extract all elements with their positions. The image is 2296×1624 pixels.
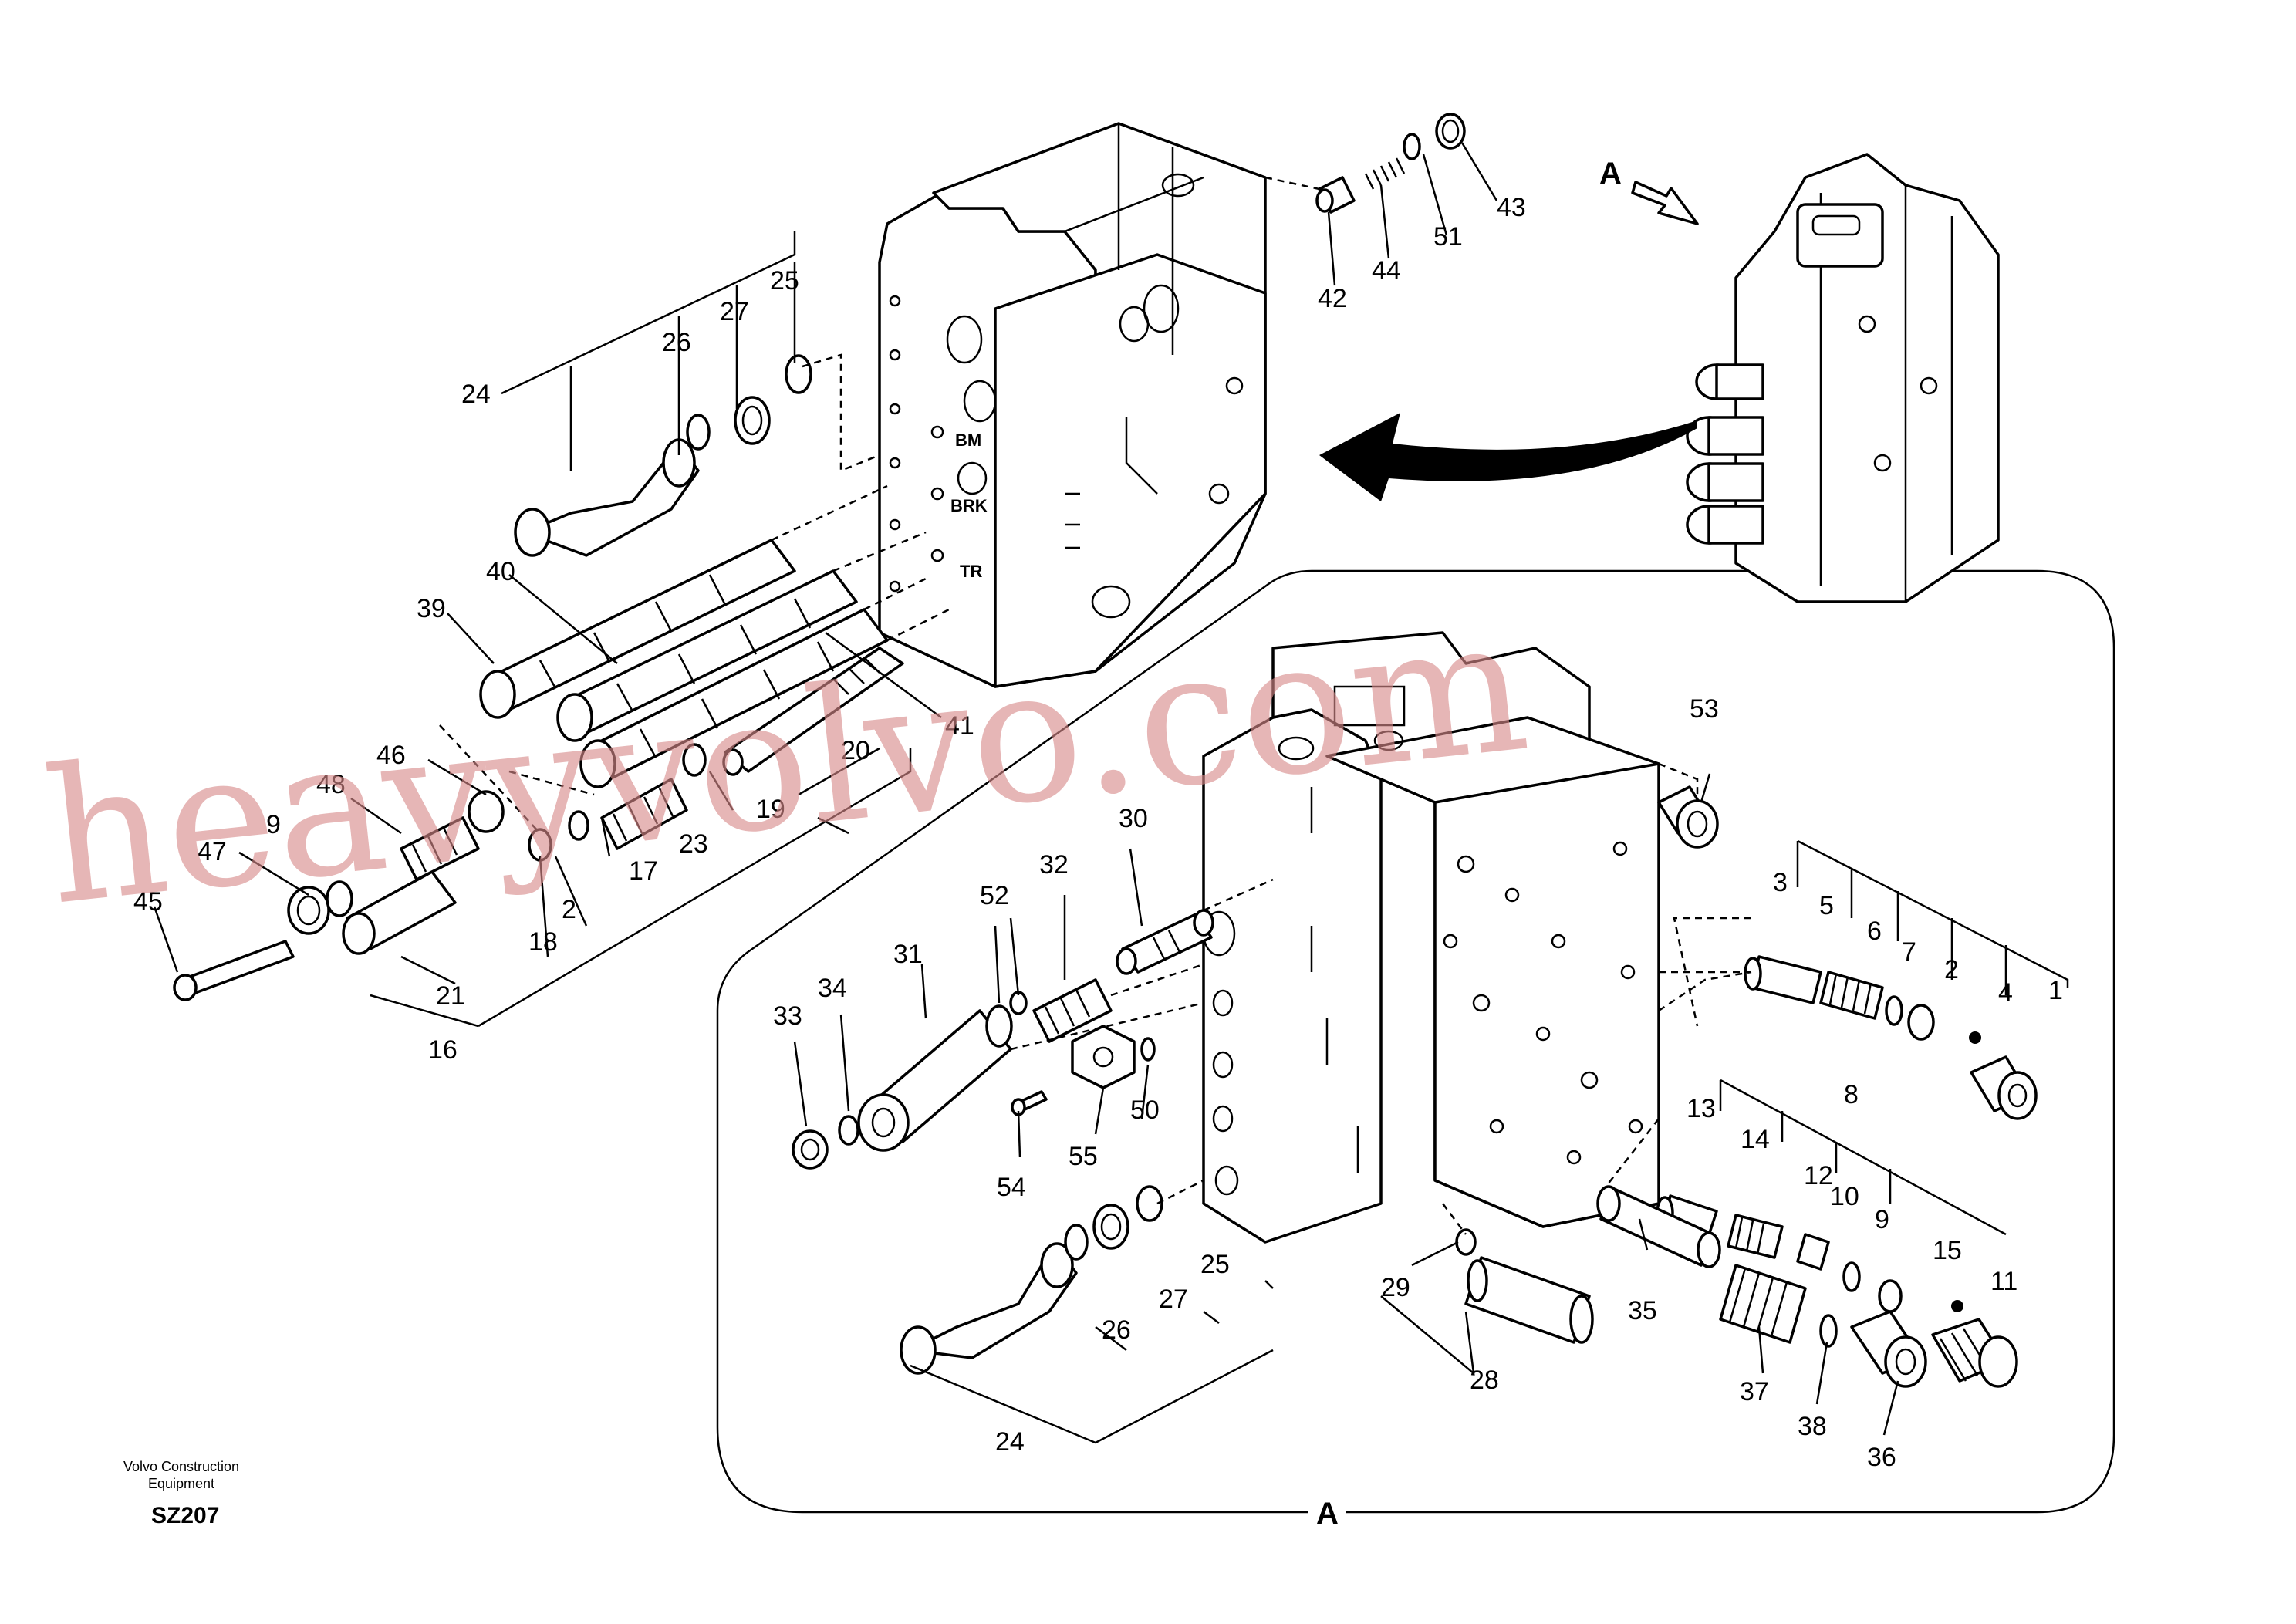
callout-9: 9 xyxy=(1875,1205,1889,1234)
callout-27-detail: 27 xyxy=(1159,1285,1188,1314)
callout-19: 19 xyxy=(756,795,785,824)
callout-35: 35 xyxy=(1628,1296,1657,1325)
callout-7: 7 xyxy=(1902,937,1916,967)
callout-24: 24 xyxy=(461,380,491,409)
callout-15: 15 xyxy=(1933,1236,1962,1265)
callout-6: 6 xyxy=(1867,917,1882,946)
callout-48: 48 xyxy=(316,770,346,799)
callout-28: 28 xyxy=(1470,1366,1499,1395)
callout-55: 55 xyxy=(1069,1142,1098,1171)
callout-9: 9 xyxy=(266,810,281,839)
upper-spools xyxy=(173,354,904,1001)
callout-21: 21 xyxy=(436,981,465,1011)
callout-12: 12 xyxy=(1804,1161,1833,1190)
callout-34: 34 xyxy=(818,974,847,1003)
curved-transfer-arrow xyxy=(1319,413,1697,501)
callout-26: 26 xyxy=(662,328,691,357)
callout-44: 44 xyxy=(1372,256,1401,285)
callout-26-detail: 26 xyxy=(1102,1315,1131,1345)
view-direction-arrow xyxy=(1631,181,1699,225)
callout-36: 36 xyxy=(1867,1443,1896,1472)
callout-4: 4 xyxy=(1998,978,2013,1008)
callout-5: 5 xyxy=(1819,891,1834,920)
upper-plug-assembly xyxy=(1315,113,1466,214)
callout-37: 37 xyxy=(1740,1377,1769,1406)
callout-27: 27 xyxy=(720,297,749,326)
ball-15 xyxy=(1951,1300,1963,1312)
callout-31: 31 xyxy=(893,940,923,969)
frame-gap xyxy=(1308,1489,1346,1535)
upper-assembly-lines xyxy=(439,176,1320,834)
detail-frame xyxy=(716,569,2115,1514)
callout-45: 45 xyxy=(133,887,163,917)
callout-20: 20 xyxy=(841,736,870,765)
callout-32: 32 xyxy=(1039,850,1069,880)
detail-assembly-lines xyxy=(1010,762,1752,1235)
view-marker-frame: A xyxy=(1316,1497,1339,1531)
callout-54: 54 xyxy=(997,1173,1026,1202)
callout-47: 47 xyxy=(198,837,227,866)
callout-25: 25 xyxy=(770,266,799,295)
callout-51: 51 xyxy=(1433,222,1463,252)
callout-13: 13 xyxy=(1687,1094,1716,1123)
callout-2: 2 xyxy=(1944,955,1959,984)
reference-view-valve xyxy=(1686,153,2000,603)
callout-11: 11 xyxy=(1990,1267,2017,1296)
callout-38: 38 xyxy=(1798,1412,1827,1441)
ball-2 xyxy=(1969,1031,1981,1044)
callout-25-detail: 25 xyxy=(1200,1250,1230,1279)
callout-17: 17 xyxy=(629,856,658,886)
callout-23: 23 xyxy=(679,829,708,859)
face-label-tr: TR xyxy=(960,562,982,581)
callout-30: 30 xyxy=(1119,804,1148,833)
callout-39: 39 xyxy=(417,594,446,623)
callout-16: 16 xyxy=(428,1035,458,1065)
callout-2-upper: 2 xyxy=(562,895,576,924)
footer-company: Volvo Construction Equipment xyxy=(123,1459,240,1491)
callout-10: 10 xyxy=(1830,1182,1859,1211)
callout-leaders xyxy=(153,142,2069,1444)
callout-43: 43 xyxy=(1497,193,1526,222)
detail-parts xyxy=(792,785,2038,1388)
callout-24-detail: 24 xyxy=(995,1427,1025,1457)
face-label-bm: BM xyxy=(955,430,981,450)
callout-40: 40 xyxy=(486,557,515,586)
footer-drawing-id: SZ207 xyxy=(151,1503,220,1528)
callout-29: 29 xyxy=(1381,1273,1410,1302)
callout-53: 53 xyxy=(1690,694,1719,724)
upper-valve-body: BM BRK TR xyxy=(878,122,1267,688)
callout-18: 18 xyxy=(528,927,558,957)
callout-1: 1 xyxy=(2048,976,2063,1005)
callout-52: 52 xyxy=(980,881,1009,910)
callout-42: 42 xyxy=(1318,284,1347,313)
face-label-brk: BRK xyxy=(950,496,988,515)
callout-50: 50 xyxy=(1130,1096,1160,1125)
detail-callouts: 53 30 32 52 31 34 33 3 5 6 7 2 4 1 13 14… xyxy=(773,694,2063,1472)
callout-8: 8 xyxy=(1844,1080,1859,1109)
callout-46: 46 xyxy=(376,741,406,770)
callout-14: 14 xyxy=(1741,1125,1770,1154)
view-marker-top: A xyxy=(1599,157,1622,191)
callout-3: 3 xyxy=(1773,868,1788,897)
upper-callouts: 24 26 27 25 42 44 51 43 39 40 41 20 19 4… xyxy=(133,193,1526,1065)
callout-41: 41 xyxy=(945,711,974,741)
callout-33: 33 xyxy=(773,1001,802,1031)
